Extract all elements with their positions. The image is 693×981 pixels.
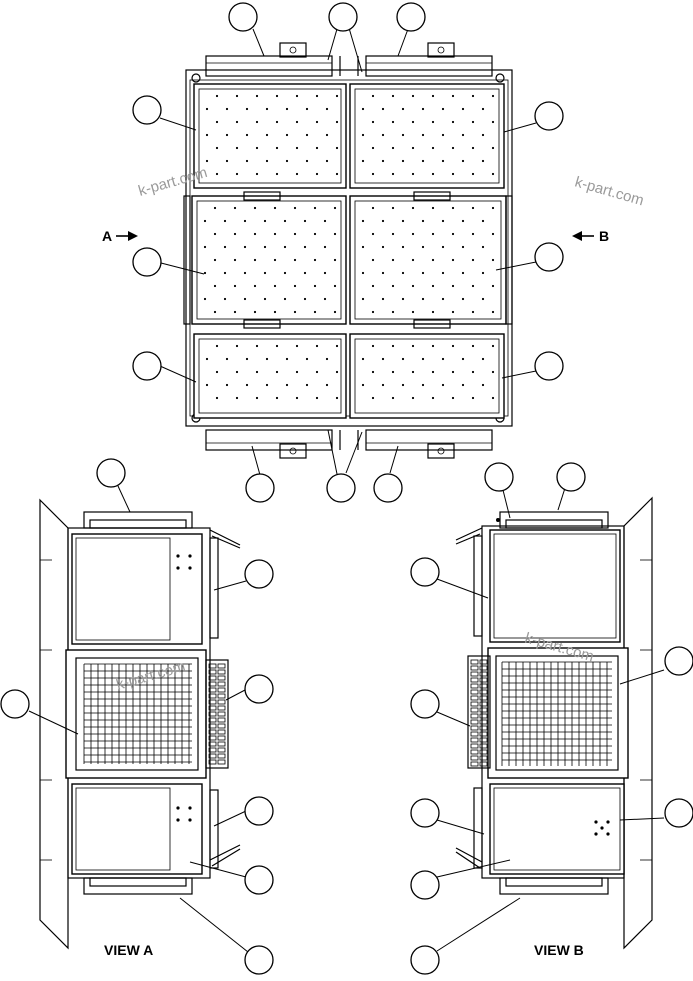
callout-bubble-21 — [556, 462, 586, 492]
callout-bubble-22 — [410, 557, 440, 587]
view-a-top-door — [71, 533, 203, 645]
panel-top-right — [349, 83, 505, 189]
view-b-label: VIEW B — [534, 942, 584, 958]
arrow-b-icon — [572, 231, 594, 241]
top-bracket-left — [205, 55, 333, 77]
callout-bubble-28 — [410, 945, 440, 975]
view-b-top-door — [489, 529, 621, 643]
callout-bubble-6 — [132, 247, 162, 277]
panel-bot-left — [193, 333, 347, 419]
leader-lines — [28, 27, 665, 953]
view-a-assembly: VIEW A — [39, 498, 241, 958]
callout-bubble-8 — [132, 351, 162, 381]
view-b-louver — [467, 655, 491, 769]
callout-bubble-10 — [245, 473, 275, 503]
callout-bubble-26 — [664, 798, 693, 828]
view-b-assembly: VIEW B — [455, 496, 653, 958]
watermark-2: k-part.com — [573, 174, 646, 210]
callout-bubble-13 — [96, 458, 126, 488]
view-a-grille — [83, 663, 192, 764]
callout-bubble-3 — [396, 2, 426, 32]
callout-bubble-2 — [328, 2, 358, 32]
callout-bubble-7 — [534, 242, 564, 272]
view-b-grille — [501, 661, 612, 766]
panel-mid-right — [349, 195, 507, 325]
callout-bubble-5 — [534, 101, 564, 131]
callout-bubble-18 — [244, 865, 274, 895]
arrow-label-a: A — [102, 228, 112, 244]
view-a-louver — [205, 659, 229, 769]
callout-bubble-24 — [664, 646, 693, 676]
perforation-dots — [203, 94, 495, 400]
callout-bubble-19 — [244, 945, 274, 975]
callout-bubble-12 — [373, 473, 403, 503]
callout-bubble-1 — [228, 2, 258, 32]
callout-bubble-23 — [410, 689, 440, 719]
arrow-a-icon — [116, 231, 138, 241]
panel-top-left — [193, 83, 347, 189]
callout-bubble-15 — [0, 689, 30, 719]
view-b-bottom-door — [489, 783, 625, 875]
callout-bubble-20 — [484, 462, 514, 492]
bottom-bracket-right — [365, 429, 493, 451]
watermark-1: k-part.com — [136, 164, 209, 200]
callout-bubble-14 — [244, 559, 274, 589]
callout-bubble-25 — [410, 798, 440, 828]
callout-bubble-11 — [326, 473, 356, 503]
top-bracket-right — [365, 55, 493, 77]
view-a-bottom-door — [71, 783, 203, 875]
callout-bubble-27 — [410, 870, 440, 900]
panel-mid-left — [191, 195, 347, 325]
arrow-label-b: B — [599, 228, 609, 244]
top-view-assembly: A B — [102, 42, 609, 459]
panel-bot-right — [349, 333, 505, 419]
view-a-label: VIEW A — [104, 942, 153, 958]
callout-bubble-4 — [132, 95, 162, 125]
bottom-bracket-left — [205, 429, 333, 451]
callout-bubble-16 — [244, 674, 274, 704]
callout-bubble-9 — [534, 351, 564, 381]
callout-bubble-17 — [244, 796, 274, 826]
